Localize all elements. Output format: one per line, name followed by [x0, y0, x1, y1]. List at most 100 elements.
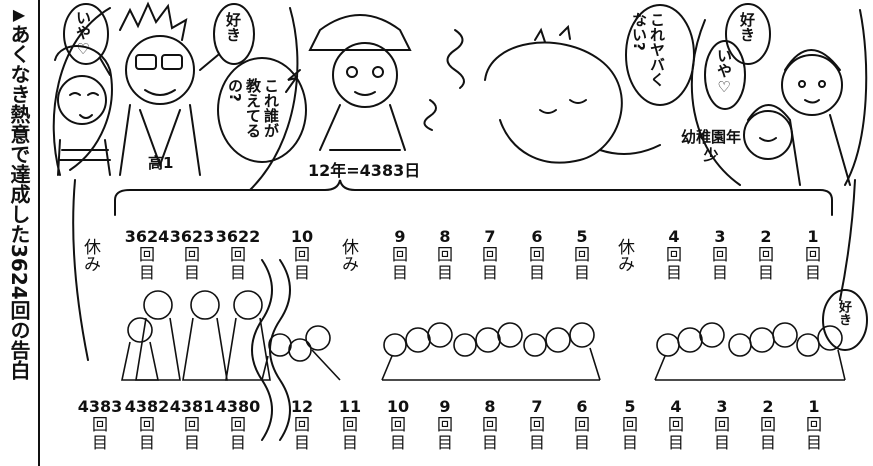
- tally-number: 4380: [215, 397, 261, 416]
- tally-unit: 目: [573, 263, 590, 282]
- tally-unit: 回: [757, 245, 774, 264]
- label-youchien: 幼稚園年少: [680, 128, 741, 164]
- tally-number: 10: [386, 397, 410, 416]
- tally-unit: 目: [138, 263, 155, 282]
- bubble-iya-right: [704, 40, 746, 110]
- tally-unit: 目: [528, 263, 545, 282]
- tally-unit: 目: [183, 263, 200, 282]
- tally-unit: 目: [293, 263, 310, 282]
- side-caption: ▶ あくなき熱意で達成した3624回の告白: [0, 0, 40, 466]
- tally-unit: 目: [389, 433, 406, 452]
- tally-unit: 目: [665, 263, 682, 282]
- tally-unit: 回: [293, 245, 310, 264]
- tally-unit: 回: [391, 245, 408, 264]
- tally-number: 8: [484, 397, 496, 416]
- crowd-figures: [121, 290, 846, 381]
- tally-number: 5: [576, 227, 588, 246]
- bubble-iya-left: [63, 3, 109, 65]
- tally-number: 10: [290, 227, 314, 246]
- span-bracket: [114, 179, 833, 216]
- tally-number: 4381: [169, 397, 215, 416]
- tally-unit: 目: [293, 433, 310, 452]
- crowd-group-right: [654, 322, 846, 381]
- label-span: 12年=4383日: [308, 161, 421, 180]
- tally-unit: 回: [481, 415, 498, 434]
- tally-unit: 回: [805, 415, 822, 434]
- tally-unit: 回: [183, 245, 200, 264]
- tally-unit: 回: [389, 415, 406, 434]
- tally-unit: 回: [528, 245, 545, 264]
- tally-unit: 目: [91, 433, 108, 452]
- speech-suki-edge: 好き: [836, 300, 851, 326]
- tally-unit: 目: [391, 263, 408, 282]
- tally-number: 12: [290, 397, 314, 416]
- speech-suki-right: 好き: [738, 12, 756, 42]
- tally-unit: 回: [528, 415, 545, 434]
- tally-number: 4: [668, 227, 680, 246]
- ghost-figure: [484, 24, 661, 164]
- tally-unit: 回: [436, 245, 453, 264]
- tally-number: 6: [531, 227, 543, 246]
- tally-unit: 目: [805, 433, 822, 452]
- crowd-group-middle: [381, 322, 601, 381]
- tally-number: 2: [762, 397, 774, 416]
- tally-unit: 目: [229, 263, 246, 282]
- tally-unit: 目: [436, 263, 453, 282]
- tally-number: 11: [338, 397, 362, 416]
- tally-number: 7: [531, 397, 543, 416]
- tally-unit: 目: [229, 433, 246, 452]
- tally-number: 3622: [215, 227, 261, 246]
- speech-yabai: これヤバくない?: [630, 12, 666, 87]
- rest-label-right: 休み: [614, 238, 634, 272]
- tally-number: 7: [484, 227, 496, 246]
- tally-unit: 回: [436, 415, 453, 434]
- right-scene-outline: [690, 19, 741, 186]
- tally-unit: 回: [711, 245, 728, 264]
- tally-unit: 回: [759, 415, 776, 434]
- tally-unit: 目: [757, 263, 774, 282]
- bubble-suki-right: [725, 3, 771, 65]
- tally-unit: 回: [665, 245, 682, 264]
- tally-unit: 目: [667, 433, 684, 452]
- tally-unit: 回: [138, 245, 155, 264]
- bubble-suki-edge: [822, 289, 868, 351]
- break-wave-left: [251, 259, 273, 441]
- label-koukou: 高1: [148, 154, 174, 172]
- tally-number: 3623: [169, 227, 215, 246]
- smoke-swirl: [446, 29, 465, 89]
- tally-number: 9: [394, 227, 406, 246]
- tally-number: 1: [808, 397, 820, 416]
- bubble-suki-left: [213, 3, 255, 65]
- tally-unit: 目: [804, 263, 821, 282]
- tally-unit: 目: [436, 433, 453, 452]
- tally-unit: 目: [341, 433, 358, 452]
- girl-left-figure: [54, 45, 113, 176]
- tally-unit: 目: [183, 433, 200, 452]
- tally-unit: 目: [759, 433, 776, 452]
- tally-unit: 回: [573, 415, 590, 434]
- caption-text: あくなき熱意で達成した3624回の告白: [7, 24, 31, 380]
- speech-who-teaches: これ誰が教えてるの?: [226, 78, 280, 138]
- tally-unit: 回: [804, 245, 821, 264]
- tally-unit: 目: [528, 433, 545, 452]
- tally-unit: 回: [229, 415, 246, 434]
